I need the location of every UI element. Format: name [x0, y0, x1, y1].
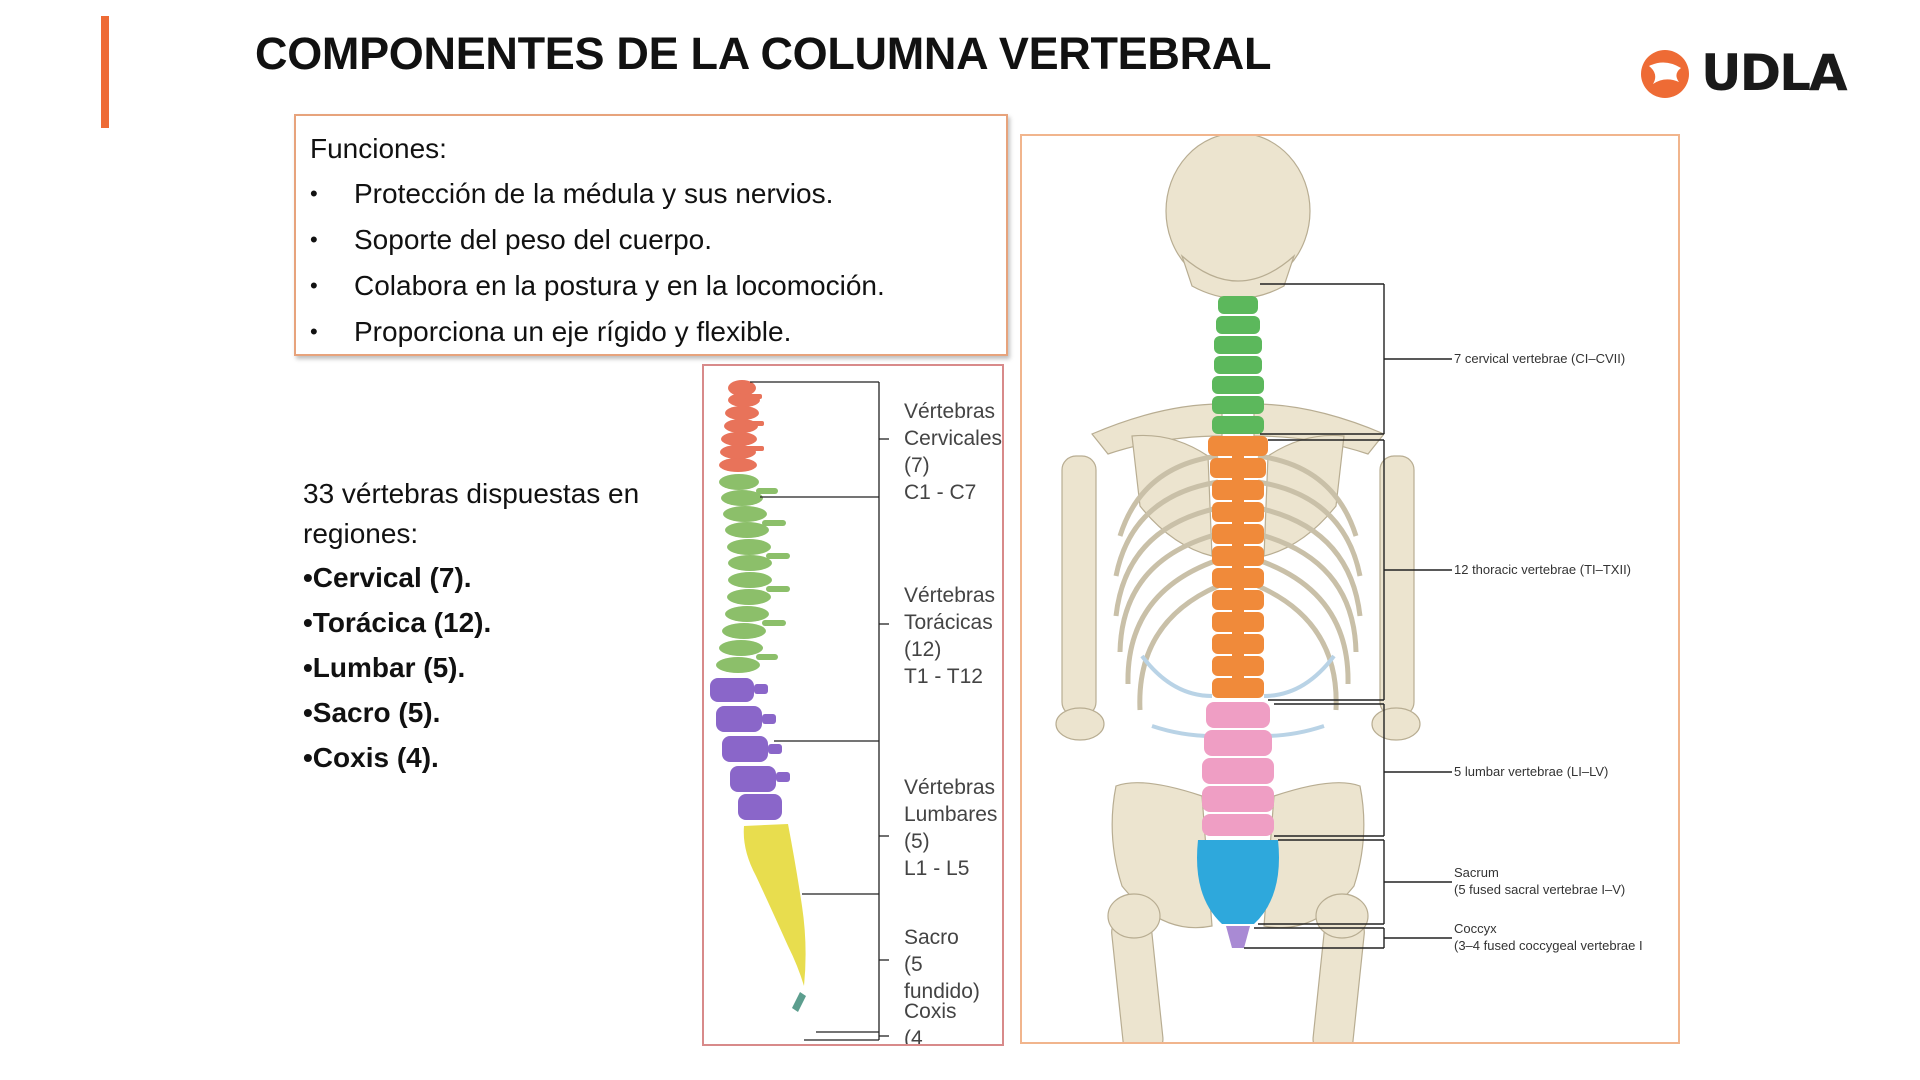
spine-illustration — [710, 380, 889, 1041]
region-sacrum: •Sacro (5). — [303, 697, 441, 728]
label-coccyx-detail: (3–4 fused coccygeal vertebrae I — [1454, 938, 1643, 953]
functions-box: Funciones: Protección de la médula y sus… — [294, 114, 1008, 356]
label-sacrum: Sacro (5 fundido) — [904, 926, 980, 1003]
label-coccyx-en: Coccyx — [1454, 921, 1497, 936]
skeleton-diagram: 7 cervical vertebrae (CI–CVII) 12 thorac… — [1020, 134, 1680, 1044]
column-sacrum — [1197, 840, 1279, 924]
cervical-vertebrae — [719, 380, 764, 472]
skeleton-illustration — [1055, 136, 1452, 1042]
functions-heading: Funciones: — [310, 133, 447, 164]
lumbar-vertebrae — [710, 678, 790, 820]
ribs — [1113, 453, 1363, 711]
column-lumbar — [1202, 702, 1274, 836]
list-item: Soporte del peso del cuerpo. — [310, 222, 992, 258]
label-lumbar: Vértebras Lumbares (5) L1 - L5 — [904, 776, 998, 880]
thoracic-vertebrae — [716, 474, 790, 673]
regions-text: 33 vértebras dispuestas en regiones: •Ce… — [303, 474, 683, 783]
udla-logo: UDLA — [1635, 44, 1848, 102]
spine-diagram: Vértebras Cervicales (7) C1 - C7 Vértebr… — [702, 364, 1004, 1046]
label-sacrum-en: Sacrum — [1454, 865, 1499, 880]
skeleton-bones — [1055, 136, 1421, 1042]
coccyx — [792, 992, 806, 1012]
list-item: Protección de la médula y sus nervios. — [310, 176, 992, 212]
logo-mark-icon — [1641, 50, 1689, 98]
label-coccyx: Coxis (4 fundido) — [904, 1000, 957, 1046]
column-thoracic — [1208, 436, 1268, 698]
list-item: Proporciona un eje rígido y flexible. — [310, 314, 992, 350]
label-lumbar-en: 5 lumbar vertebrae (LI–LV) — [1454, 764, 1609, 779]
label-sacrum-detail: (5 fused sacral vertebrae I–V) — [1454, 882, 1626, 897]
column-cervical — [1212, 296, 1264, 434]
costal-cartilage — [1140, 654, 1336, 738]
regions-intro: 33 vértebras dispuestas en regiones: — [303, 478, 640, 549]
label-cervical-en: 7 cervical vertebrae (CI–CVII) — [1454, 351, 1626, 366]
sacrum — [743, 824, 806, 986]
label-thoracic: Vértebras Torácicas (12) T1 - T12 — [904, 584, 996, 688]
region-cervical: •Cervical (7). — [303, 562, 472, 593]
region-thoracic: •Torácica (12). — [303, 607, 492, 638]
region-coccyx: •Coxis (4). — [303, 742, 439, 773]
list-item: Colabora en la postura y en la locomoció… — [310, 268, 992, 304]
spine-leader-lines — [750, 381, 889, 1041]
skeleton-leader-lines — [1244, 283, 1452, 949]
page-title: COMPONENTES DE LA COLUMNA VERTEBRAL — [255, 28, 1272, 79]
functions-list: Protección de la médula y sus nervios. S… — [310, 176, 992, 350]
label-thoracic-en: 12 thoracic vertebrae (TI–TXII) — [1454, 562, 1632, 577]
region-lumbar: •Lumbar (5). — [303, 652, 466, 683]
column-coccyx — [1226, 926, 1250, 948]
accent-bar — [101, 16, 109, 128]
logo-text: UDLA — [1701, 44, 1848, 102]
label-cervical: Vértebras Cervicales (7) C1 - C7 — [904, 400, 1003, 504]
